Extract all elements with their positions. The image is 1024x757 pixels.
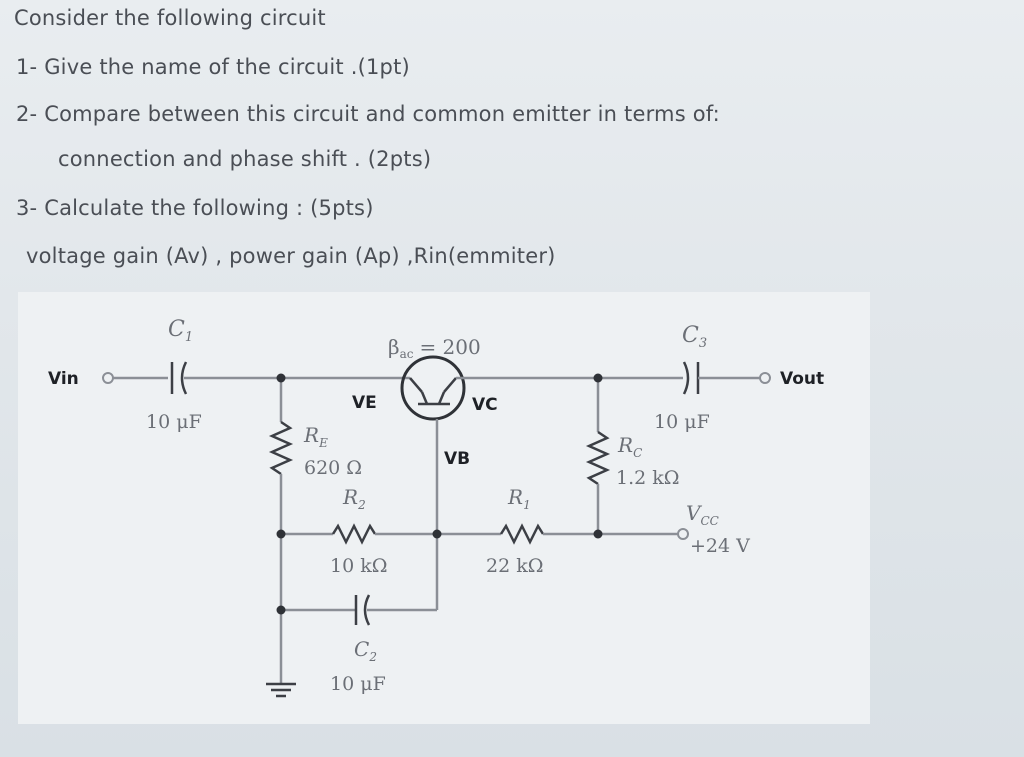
transistor-emitter-inner: [420, 391, 429, 405]
vin-label: Vin: [48, 369, 79, 389]
r2-zigzag: [331, 523, 377, 545]
c2-label: C2: [354, 637, 377, 664]
rc-zigzag: [585, 430, 611, 486]
r1-zigzag: [499, 523, 545, 545]
re-label: RE: [303, 423, 328, 450]
transistor-collector-lead: [443, 377, 457, 393]
node-r2-left: [276, 529, 286, 539]
node-emitter: [276, 373, 286, 383]
rc-label: RC: [617, 433, 642, 460]
r1-label: R1: [507, 485, 531, 512]
beta-label: βac= 200: [388, 335, 481, 361]
question-item-1: 1- Give the name of the circuit .(1pt): [16, 55, 410, 79]
transistor-collector-inner: [437, 391, 446, 405]
c1-plate-right: [180, 361, 188, 395]
vcc-value: +24 V: [690, 535, 750, 557]
transistor-symbol: [400, 355, 466, 421]
node-vcc: [593, 529, 603, 539]
re-zigzag: [268, 420, 294, 476]
rc-value: 1.2 kΩ: [616, 467, 680, 489]
vout-terminal: [759, 372, 771, 384]
vc-label: VC: [472, 395, 498, 415]
r2-value: 10 kΩ: [330, 555, 387, 577]
node-base: [432, 529, 442, 539]
transistor-emitter-lead: [409, 377, 423, 393]
c3-label: C3: [682, 323, 707, 351]
vin-terminal: [102, 372, 114, 384]
vb-label: VB: [444, 449, 470, 469]
vout-label: Vout: [780, 369, 824, 389]
c2-plate-right: [363, 594, 371, 626]
node-c2-left: [276, 605, 286, 615]
question-item-2: 2- Compare between this circuit and comm…: [16, 102, 720, 126]
question-intro: Consider the following circuit: [14, 6, 326, 30]
c1-label: C1: [168, 317, 193, 345]
ve-label: VE: [352, 393, 377, 413]
node-collector: [593, 373, 603, 383]
vcc-terminal: [677, 528, 689, 540]
c1-value: 10 μF: [146, 411, 202, 433]
re-value: 620 Ω: [304, 457, 362, 479]
question-item-3: 3- Calculate the following : (5pts): [16, 196, 374, 220]
question-item-3-quantities: voltage gain (Av) , power gain (Ap) ,Rin…: [26, 244, 556, 268]
circuit-diagram: Vin Vout C1 10 μF C3 10 μF βac= 200 VE V…: [48, 317, 824, 698]
c2-value: 10 μF: [330, 673, 386, 695]
r1-value: 22 kΩ: [486, 555, 543, 577]
vcc-label: VCC: [686, 501, 719, 528]
circuit-figure: Vin Vout C1 10 μF C3 10 μF βac= 200 VE V…: [18, 292, 870, 724]
r2-label: R2: [342, 485, 366, 512]
c3-value: 10 μF: [654, 411, 710, 433]
question-item-2-continued: connection and phase shift . (2pts): [58, 147, 432, 171]
c3-plate-left: [682, 361, 690, 395]
